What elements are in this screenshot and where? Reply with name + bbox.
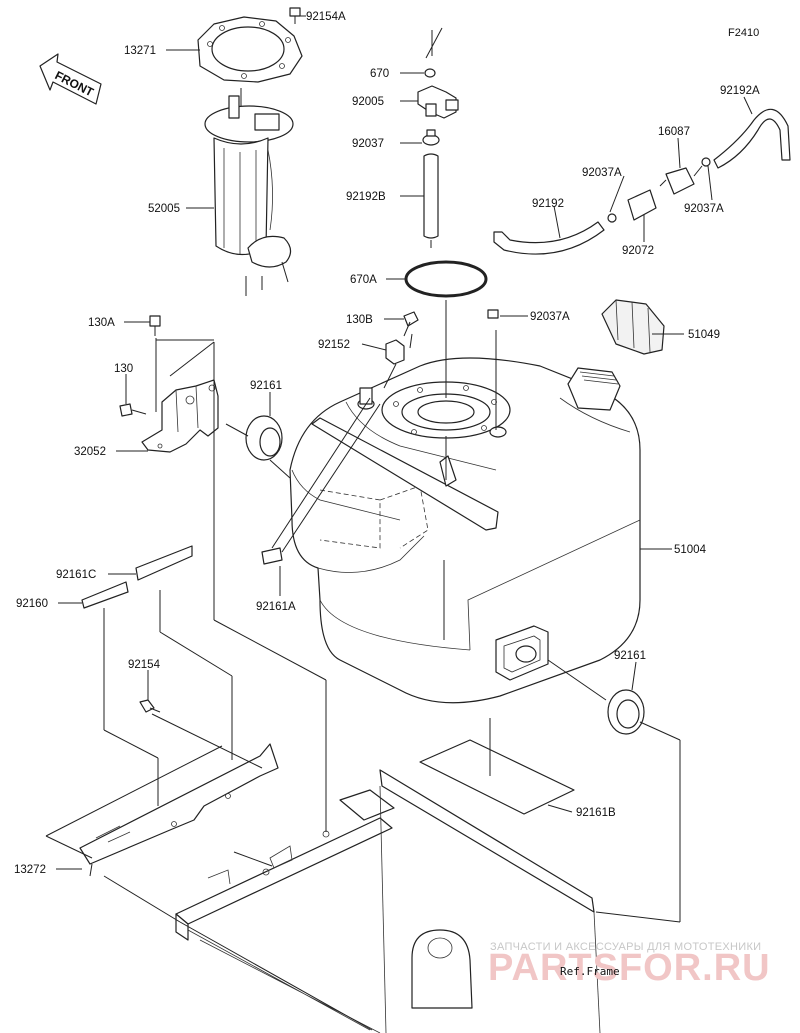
callout-92161A: 92161A	[256, 601, 296, 613]
bolt-130B	[403, 311, 419, 337]
pad-92161B	[419, 739, 575, 815]
callout-92160: 92160	[16, 598, 48, 610]
callout-92037A-a: 92037A	[582, 167, 622, 179]
bolt-130	[119, 403, 147, 417]
hose-92192A	[713, 108, 791, 169]
clamp-92037A-tank	[487, 309, 499, 319]
fuel-pump-gasket-13271	[197, 16, 303, 83]
tank-strap	[311, 417, 499, 531]
pad-92161A	[261, 547, 283, 565]
o-ring-670	[424, 68, 436, 78]
callout-92154: 92154	[128, 659, 161, 671]
filter-16087	[659, 165, 703, 195]
callout-92037: 92037	[352, 138, 384, 150]
callout-670: 670	[370, 68, 389, 80]
plug-92152	[385, 339, 405, 365]
callout-92161-upper: 92161	[250, 380, 282, 392]
bracket-32052	[141, 379, 219, 453]
hose-92192B	[423, 153, 439, 248]
figure-code: F2410	[728, 27, 759, 39]
pad-92160	[81, 581, 129, 609]
filter-cap-92072	[627, 189, 657, 221]
fuel-tank-51004	[289, 357, 641, 704]
callout-13271: 13271	[124, 45, 156, 57]
o-ring-670A	[404, 260, 488, 298]
callout-92005: 92005	[352, 96, 384, 108]
leader-lines	[56, 15, 753, 870]
grommet-92161-upper	[245, 415, 283, 461]
ref-frame-label: Ref.Frame	[560, 965, 620, 978]
bolt-92154	[139, 699, 161, 713]
bracket-13272	[79, 743, 279, 877]
clamp-92037	[422, 129, 440, 146]
callout-92192: 92192	[532, 198, 564, 210]
callout-92161C: 92161C	[56, 569, 96, 581]
hose-92192	[493, 221, 605, 255]
callout-51004: 51004	[674, 544, 707, 556]
callout-52005: 52005	[148, 203, 180, 215]
callout-130B: 130B	[346, 314, 373, 326]
callout-92192B: 92192B	[346, 191, 386, 203]
callout-92161B: 92161B	[576, 807, 616, 819]
frame	[175, 769, 601, 1033]
callout-92152: 92152	[318, 339, 350, 351]
front-arrow-icon: FRONT	[39, 53, 102, 105]
valve-92005	[417, 85, 459, 119]
fuel-pump-52005	[204, 88, 294, 296]
cap-51049	[601, 299, 665, 355]
callout-92192A: 92192A	[720, 85, 760, 97]
watermark-subtitle: ЗАПЧАСТИ И АКСЕССУАРЫ ДЛЯ МОТОТЕХНИКИ	[490, 941, 761, 953]
bolt-130A	[149, 315, 161, 336]
callout-16087: 16087	[658, 126, 690, 138]
pad-92161C	[135, 545, 193, 581]
callout-13272: 13272	[14, 864, 46, 876]
callout-670A: 670A	[350, 274, 377, 286]
clamp-92037A-lower	[607, 213, 617, 223]
callout-32052: 32052	[74, 446, 106, 458]
watermark-logo: PARTSFOR.RU	[488, 947, 771, 989]
clamp-92037A-upper	[701, 157, 711, 167]
callout-92072: 92072	[622, 245, 654, 257]
callout-92037A-c: 92037A	[530, 311, 570, 323]
callout-92037A-b: 92037A	[684, 203, 724, 215]
grommet-92161-lower	[607, 689, 645, 735]
callout-130: 130	[114, 363, 133, 375]
callout-92161-lower: 92161	[614, 650, 646, 662]
callout-51049: 51049	[688, 329, 720, 341]
callout-130A: 130A	[88, 317, 115, 329]
callout-92154A: 92154A	[306, 11, 346, 23]
reference-lines	[45, 300, 681, 1031]
bolt-92154A	[289, 7, 301, 24]
